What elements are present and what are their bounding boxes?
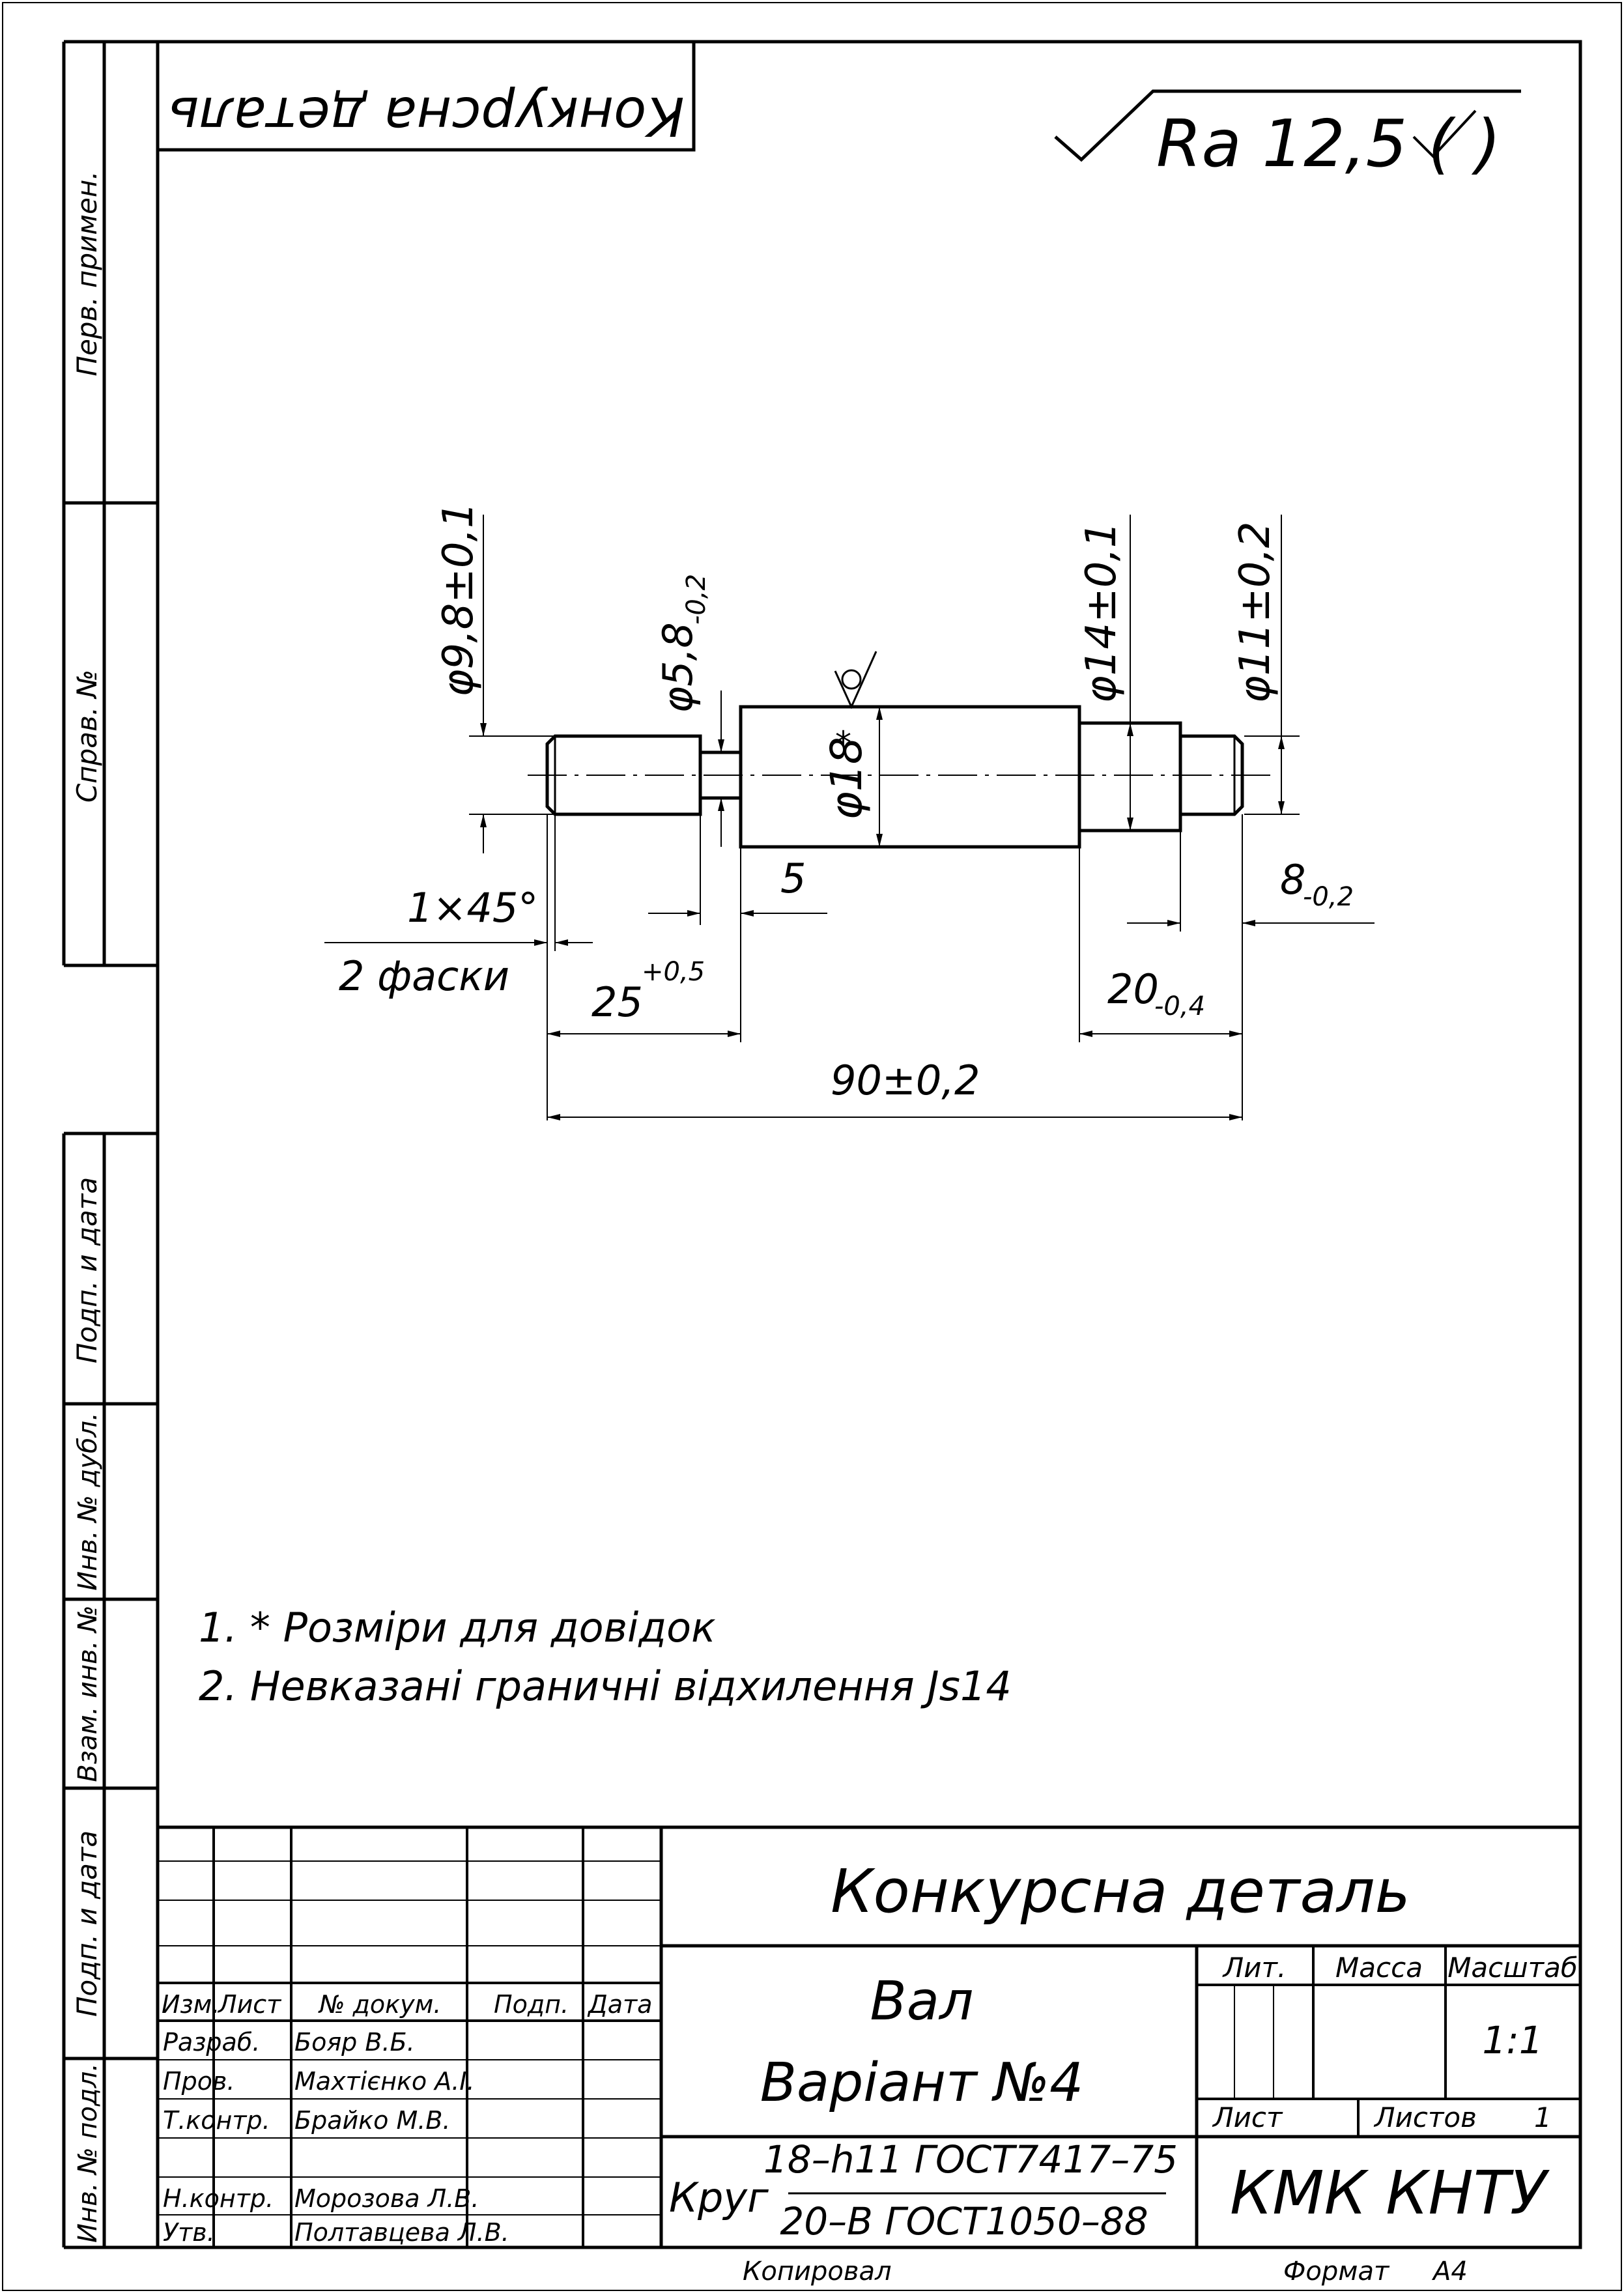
dim-chamfer: 1×45°	[407, 884, 538, 932]
dim-dia-11: φ11±0,2	[1231, 521, 1279, 703]
roughness-value: Ra 12,5 (	[1156, 106, 1456, 182]
tb-header-massa: Масса	[1335, 1952, 1423, 1984]
roughness-check-icon	[1412, 109, 1477, 158]
note-2: 2. Невказані граничні відхилення Js14	[199, 1662, 1012, 1710]
footer-copied: Копировал	[743, 2257, 892, 2286]
side-label-podp-data-2: Подп. и дата	[71, 1830, 103, 2017]
shaft-part	[528, 705, 1270, 849]
dim-chamfer-note: 2 фаски	[339, 952, 509, 1000]
tb-header-lit: Лит.	[1222, 1952, 1287, 1984]
dim-len-8-tol: -0,2	[1303, 882, 1354, 912]
dim-dia-18: φ18	[821, 737, 872, 820]
dim-len-20: 20	[1107, 965, 1159, 1013]
dim-dia-5-8-tol: -0,2	[681, 574, 711, 625]
tb-header-izm: Изм.	[162, 1990, 220, 2019]
side-label-inv-podl: Инв. № подл.	[73, 2063, 103, 2243]
dim-dia-9-8: φ9,8±0,1	[434, 502, 483, 696]
tb-header-list-label: Лист	[1212, 2101, 1283, 2133]
roughness-symbol: Ra 12,5 ( )	[1054, 89, 1521, 182]
dim-len-90: 90±0,2	[831, 1057, 980, 1104]
note-1: 1. * Розміри для довідок	[199, 1604, 716, 1651]
side-label-inv-dubl: Инв. № дубл.	[73, 1412, 103, 1591]
tb-name-razrab: Бояр В.Б.	[294, 2028, 415, 2057]
tb-name-nkontr: Морозова Л.В.	[294, 2184, 479, 2213]
dim-len-8: 8	[1280, 856, 1305, 904]
tb-title: Конкурсна деталь	[831, 1857, 1410, 1926]
dimensions: φ9,8±0,1 φ5,8 -0,2 φ18 * φ14±0,1 φ11±0,2…	[324, 502, 1375, 1120]
top-title-mirrored: Конкурсна деталь	[167, 85, 684, 147]
shaft-main-body	[739, 705, 1081, 849]
dim-dia-5-8: φ5,8	[654, 622, 702, 713]
dim-len-25: 25	[591, 978, 643, 1026]
tb-material-bottom: 20–В ГОСТ1050–88	[780, 2199, 1148, 2243]
sheet-footer: Копировал Формат А4	[743, 2257, 1468, 2286]
side-columns: Перв. примен. Справ. № Подп. и дата Инв.…	[62, 40, 158, 2249]
tb-header-masshtab: Масштаб	[1447, 1952, 1578, 1984]
tb-part-name: Вал	[870, 1971, 974, 2032]
drawing-frame	[156, 40, 1582, 2249]
tb-role-nkontr: Н.контр.	[163, 2184, 274, 2213]
tb-scale: 1:1	[1482, 2018, 1543, 2062]
tb-organization: КМК КНТУ	[1230, 2158, 1550, 2228]
top-title-box: Конкурсна деталь	[158, 42, 696, 152]
side-label-vzam-inv: Взам. инв. №	[73, 1605, 103, 1782]
tb-listov-value: 1	[1534, 2101, 1552, 2133]
footer-format-value: А4	[1431, 2257, 1468, 2286]
dim-len-20-tol: -0,4	[1154, 991, 1205, 1021]
tb-variant: Варіант №4	[760, 2052, 1083, 2114]
tb-header-podp: Подп.	[494, 1990, 569, 2019]
tb-header-doc-no: № докум.	[318, 1990, 441, 2019]
tb-name-utv: Полтавцева Л.В.	[294, 2218, 509, 2247]
technical-notes: 1. * Розміри для довідок 2. Невказані гр…	[199, 1604, 1012, 1710]
roughness-close: )	[1471, 106, 1501, 182]
tb-material-top: 18–h11 ГОСТ7417–75	[763, 2137, 1178, 2182]
tb-role-razrab: Разраб.	[163, 2028, 260, 2057]
tb-name-prov: Махтієнко А.І.	[294, 2067, 475, 2096]
footer-format-label: Формат	[1283, 2257, 1390, 2286]
tb-name-tkontr: Брайко М.В.	[294, 2106, 450, 2135]
tb-header-data: Дата	[587, 1990, 652, 2019]
tb-role-tkontr: Т.контр.	[163, 2106, 270, 2135]
side-label-sprav-no: Справ. №	[71, 670, 103, 803]
local-roughness-icon	[834, 651, 877, 709]
tb-material-prefix: Круг	[669, 2174, 769, 2221]
dim-len-5: 5	[780, 855, 806, 902]
tb-header-list: Лист	[217, 1990, 282, 2019]
side-label-perv-primen: Перв. примен.	[71, 171, 103, 376]
dim-dia-18-mark: *	[835, 724, 851, 762]
dim-len-25-tol: +0,5	[642, 957, 705, 987]
tb-header-listov: Листов	[1373, 2101, 1477, 2133]
side-label-podp-data-1: Подп. и дата	[71, 1177, 103, 1363]
dim-dia-14: φ14±0,1	[1077, 521, 1126, 703]
tb-role-utv: Утв.	[163, 2218, 215, 2247]
tb-role-prov: Пров.	[163, 2067, 235, 2096]
title-block: Изм. Лист № докум. Подп. Дата Разраб. Бо…	[158, 1825, 1580, 2247]
